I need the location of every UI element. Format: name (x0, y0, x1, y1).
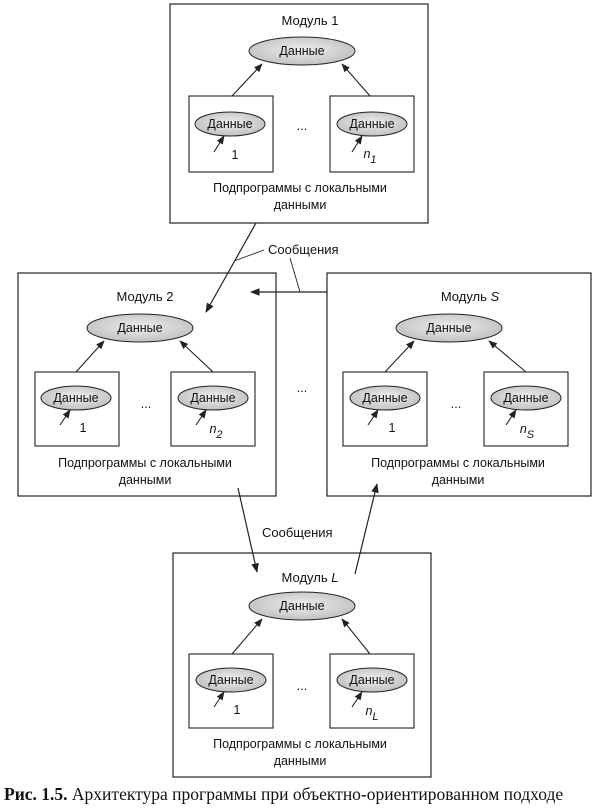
module-2-sub1-index: 1 (80, 421, 87, 435)
figure-caption-text: Архитектура программы при объектно-ориен… (71, 784, 564, 804)
module-s-frame (326, 272, 592, 497)
module-1-sub1-index: 1 (232, 148, 239, 162)
module-2-sub1-data-ellipse (40, 385, 112, 411)
module-1-sub1-local-arrow (213, 135, 225, 153)
module-1-subn-to-data-arrow (341, 63, 371, 97)
module-2-subprogram-1 (34, 371, 120, 447)
module-l-data-label: Данные (279, 599, 324, 613)
module-1-sub1-data-ellipse (194, 111, 266, 137)
module-2: Модуль 2 Данные Данные 1 ... Данные n2 П… (17, 272, 277, 497)
module-l-title: Модуль L (282, 570, 339, 585)
messages-label-leader-2 (289, 257, 301, 293)
module-2-subn-data-label: Данные (190, 391, 235, 405)
message-arrow-ml-to-ms (354, 483, 379, 575)
module-s-sub1-data-label: Данные (362, 391, 407, 405)
module-s-data-ellipse (395, 313, 503, 343)
module-s-subn-to-data-arrow (488, 340, 527, 373)
message-arrow-m1-to-m2 (205, 222, 257, 313)
module-s-subprograms-line2: данными (432, 473, 485, 487)
module-s-sub1-to-data-arrow (384, 340, 415, 373)
module-s-data-label: Данные (426, 321, 471, 335)
module-1-subn-data-label: Данные (349, 117, 394, 131)
module-2-subn-index: n2 (209, 422, 222, 441)
module-2-subn-local-arrow (195, 409, 207, 426)
module-s-subn-data-label: Данные (503, 391, 548, 405)
module-1-frame (169, 3, 429, 224)
module-2-sub1-data-label: Данные (53, 391, 98, 405)
module-l-sub1-local-arrow (213, 691, 225, 708)
module-1-data-ellipse (248, 36, 356, 66)
module-l-ellipsis: ... (297, 679, 307, 693)
messages-label-bottom: Сообщения (262, 525, 333, 540)
module-l-subn-index: nL (365, 704, 378, 723)
module-1-subprograms-line2: данными (274, 198, 327, 212)
module-1-subprograms-line1: Подпрограммы с локальными (213, 181, 387, 195)
module-l-frame (172, 552, 432, 778)
module-l-sub1-data-ellipse (195, 667, 267, 693)
module-1-sub1-data-label: Данные (207, 117, 252, 131)
module-2-title: Модуль 2 (117, 289, 174, 304)
module-2-subprograms-line2: данными (119, 473, 172, 487)
module-s-subprograms-line1: Подпрограммы с локальными (371, 456, 545, 470)
module-l-data-ellipse (248, 591, 356, 621)
module-2-sub1-to-data-arrow (75, 340, 105, 373)
module-1-data-label: Данные (279, 44, 324, 58)
module-l-subn-to-data-arrow (341, 618, 371, 655)
module-1-subn-data-ellipse (336, 111, 408, 137)
module-l-subprogram-nl (329, 653, 415, 729)
module-2-subprograms-line1: Подпрограммы с локальными (58, 456, 232, 470)
module-s-subn-local-arrow (505, 409, 517, 426)
module-1-subprogram-n1 (329, 95, 415, 173)
module-l-subprograms-line2: данными (274, 754, 327, 768)
module-1-subprogram-1 (188, 95, 274, 173)
module-s-subn-index: nS (520, 422, 535, 441)
module-2-data-ellipse (86, 313, 194, 343)
module-l-subprograms-line1: Подпрограммы с локальными (213, 737, 387, 751)
module-2-frame (17, 272, 277, 497)
module-l-subn-data-ellipse (336, 667, 408, 693)
module-l-sub1-index: 1 (234, 703, 241, 717)
messages-label-top: Сообщения (268, 242, 339, 257)
module-s-title: Модуль S (441, 289, 500, 304)
architecture-diagram: Модуль 1 Данные Данные 1 ... Данные n1 П… (17, 3, 592, 778)
module-2-subn-to-data-arrow (179, 340, 214, 373)
module-2-data-label: Данные (117, 321, 162, 335)
module-s-ellipsis: ... (451, 397, 461, 411)
module-s-sub1-local-arrow (367, 409, 379, 426)
module-s-sub1-data-ellipse (349, 385, 421, 411)
module-1-sub1-to-data-arrow (231, 63, 263, 97)
module-l-subprogram-1 (188, 653, 274, 729)
module-1: Модуль 1 Данные Данные 1 ... Данные n1 П… (169, 3, 429, 224)
module-l-subn-local-arrow (351, 691, 363, 708)
module-l-sub1-to-data-arrow (231, 618, 263, 655)
module-2-sub1-local-arrow (59, 409, 71, 426)
module-2-subn-data-ellipse (177, 385, 249, 411)
module-1-title: Модуль 1 (282, 13, 339, 28)
figure-caption: Рис. 1.5. Архитектура программы при объе… (4, 784, 604, 805)
messages-label-leader-1 (233, 249, 265, 262)
module-s: Модуль S Данные Данные 1 ... Данные nS П… (326, 272, 592, 497)
module-l-subn-data-label: Данные (349, 673, 394, 687)
module-s-sub1-index: 1 (389, 421, 396, 435)
module-1-subn-index: n1 (363, 147, 376, 166)
module-l-sub1-data-label: Данные (208, 673, 253, 687)
module-1-subn-local-arrow (351, 135, 363, 153)
module-1-ellipsis: ... (297, 119, 307, 133)
module-l: Модуль L Данные Данные 1 ... Данные nL П… (172, 552, 432, 778)
modules-ellipsis: ... (297, 381, 307, 395)
figure-caption-label: Рис. 1.5. (4, 784, 68, 804)
message-arrow-m2-to-ml (237, 487, 259, 573)
module-2-ellipsis: ... (141, 397, 151, 411)
module-s-subn-data-ellipse (490, 385, 562, 411)
